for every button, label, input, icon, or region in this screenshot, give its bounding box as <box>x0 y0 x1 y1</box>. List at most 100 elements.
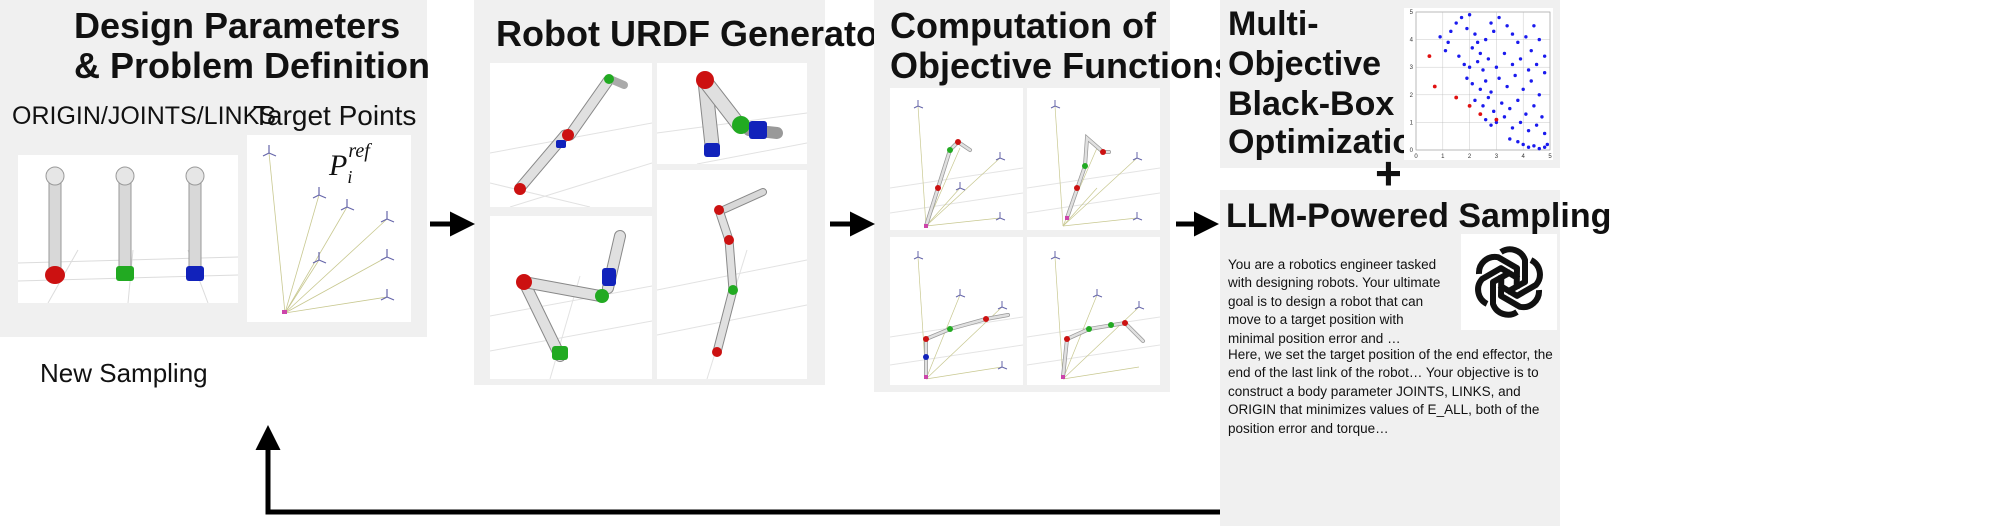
robot-image-2 <box>657 63 807 164</box>
sample-point <box>1518 120 1523 125</box>
sample-point <box>1475 59 1480 64</box>
sample-point <box>1494 120 1499 125</box>
sample-point <box>1518 57 1523 61</box>
sample-point <box>1529 48 1533 53</box>
sample-point <box>1532 144 1536 148</box>
objective-image-3 <box>890 237 1023 385</box>
sample-point <box>1486 95 1491 100</box>
sample-point <box>1483 79 1488 83</box>
sample-point <box>1532 104 1536 108</box>
link-joint-green <box>115 166 135 281</box>
objective-image-2 <box>1027 88 1160 230</box>
origin-joints-links-label: ORIGIN/JOINTS/LINKS <box>12 102 276 130</box>
sample-point <box>1542 54 1547 58</box>
sample-point <box>1532 24 1536 28</box>
sample-point <box>1478 51 1483 56</box>
pareto-point <box>1432 84 1437 89</box>
sample-point <box>1510 126 1515 130</box>
sample-point <box>1516 40 1520 45</box>
sample-point <box>1486 57 1491 61</box>
sample-point <box>1467 13 1472 17</box>
sample-point <box>1454 21 1458 25</box>
scatter-xtick-label: 4 <box>1522 154 1526 160</box>
sample-point <box>1542 71 1547 75</box>
sample-point <box>1505 84 1509 89</box>
sample-point <box>1540 115 1544 119</box>
sample-point <box>1502 51 1507 56</box>
prompt-paragraph-1: You are a robotics engineer tasked with … <box>1228 257 1441 346</box>
mobo-title-line4: Optimization <box>1228 123 1434 161</box>
robot-image-4 <box>657 170 807 379</box>
sample-point <box>1545 142 1550 147</box>
urdf-title: Robot URDF Generator <box>496 13 892 54</box>
sample-point <box>1513 73 1517 78</box>
sample-point <box>1459 15 1464 20</box>
sample-point <box>1524 35 1528 39</box>
sample-point <box>1475 40 1480 45</box>
arrow-feedback-loop <box>255 425 1220 515</box>
sample-point <box>1481 68 1485 72</box>
scatter-xtick-label: 5 <box>1548 154 1552 160</box>
sample-point <box>1497 76 1501 80</box>
sample-point <box>1481 104 1485 108</box>
sample-point <box>1510 62 1515 67</box>
sample-point <box>1465 76 1469 80</box>
link-origin-red <box>45 166 65 284</box>
sample-point <box>1462 62 1466 67</box>
target-frames <box>262 145 395 301</box>
pareto-point <box>1467 103 1472 108</box>
sample-point <box>1508 106 1512 111</box>
sample-point <box>1483 37 1488 42</box>
sample-point <box>1443 48 1448 53</box>
sample-point <box>1483 117 1488 122</box>
target-math-symbol: Piref <box>328 140 372 187</box>
scatter-ytick-label: 3 <box>1410 65 1414 71</box>
mobo-title-line2: Objective <box>1228 45 1382 83</box>
pareto-point <box>1427 54 1432 59</box>
prompt-paragraph-2: Here, we set the target position of the … <box>1228 347 1553 436</box>
sample-point <box>1489 21 1493 25</box>
scatter-ytick-label: 4 <box>1410 38 1414 44</box>
sample-point <box>1542 131 1547 136</box>
sample-point <box>1473 98 1477 103</box>
scatter-xtick-label: 0 <box>1414 154 1418 160</box>
llm-prompt-text: You are a robotics engineer tasked with … <box>1228 256 1452 366</box>
sample-point <box>1510 32 1515 36</box>
scatter-ytick-label: 0 <box>1410 148 1414 154</box>
sample-point <box>1521 87 1525 91</box>
llm-title: LLM-Powered Sampling <box>1226 197 1612 235</box>
design-title-line2: & Problem Definition <box>74 45 431 86</box>
sample-point <box>1492 109 1496 114</box>
sample-point <box>1457 54 1461 58</box>
pareto-point <box>1494 117 1499 122</box>
sample-point <box>1500 101 1504 105</box>
openai-logo-icon <box>1461 234 1557 330</box>
sample-point <box>1449 29 1453 34</box>
sample-point <box>1524 112 1528 116</box>
mobo-title-line3: Black-Box <box>1228 85 1395 123</box>
design-title-line1: Design Parameters <box>74 5 401 46</box>
sample-point <box>1467 65 1472 69</box>
sample-point <box>1473 32 1477 36</box>
sample-point <box>1526 128 1531 133</box>
sample-point <box>1526 145 1531 149</box>
scatter-xtick-label: 2 <box>1468 154 1472 160</box>
plus-sign: + <box>1375 147 1402 199</box>
llm-prompt-text-2: Here, we set the target position of the … <box>1228 346 1558 456</box>
sample-point <box>1497 15 1501 20</box>
objective-title-line2: Objective Functions <box>890 45 1235 86</box>
robot-image-1 <box>490 63 652 207</box>
scatter-ytick-label: 2 <box>1410 93 1414 99</box>
objective-image-1 <box>890 88 1023 230</box>
pareto-point <box>1478 112 1483 117</box>
objective-title-line1: Computation of <box>890 5 1156 46</box>
sample-point <box>1537 93 1541 97</box>
sample-point <box>1494 65 1499 69</box>
sample-point <box>1446 40 1450 45</box>
scatter-xtick-label: 3 <box>1495 154 1499 160</box>
link-joint-blue <box>185 166 205 281</box>
sample-point <box>1470 82 1474 86</box>
sample-point <box>1438 35 1442 39</box>
